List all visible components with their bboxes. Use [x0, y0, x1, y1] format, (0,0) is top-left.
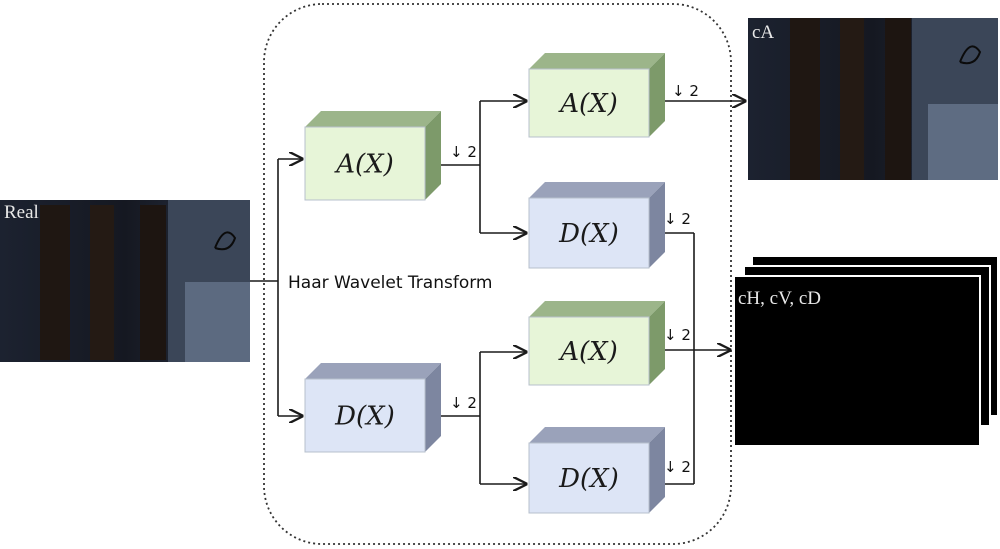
block-label: D(X)	[558, 219, 619, 249]
block-side-face	[649, 301, 665, 385]
transform-label: Haar Wavelet Transform	[288, 273, 492, 293]
block-label: A(X)	[334, 150, 394, 180]
output-ca-label: cA	[752, 22, 774, 43]
block-front-face	[304, 378, 426, 453]
block-side-face	[649, 182, 665, 268]
block-top-face	[305, 363, 441, 379]
downsample-label-l1-approx: ↓ 2	[450, 143, 477, 161]
blocks: A(X) D(X) A(X) D(X) A(X) D(X)	[304, 53, 665, 514]
block-level1-detail: D(X)	[304, 363, 441, 453]
block-label: D(X)	[334, 402, 395, 432]
block-front-face	[528, 316, 650, 386]
block-level1-approx: A(X)	[304, 111, 441, 201]
block-top-face	[305, 111, 441, 127]
block-top-face	[529, 53, 665, 69]
downsample-label-l1-detail: ↓ 2	[450, 394, 477, 412]
block-top-face	[529, 301, 665, 317]
input-image-real: Real	[0, 200, 250, 362]
block-front-face	[528, 197, 650, 269]
block-level2-dd: D(X)	[528, 427, 665, 514]
block-label: D(X)	[558, 464, 619, 494]
block-top-face	[529, 182, 665, 198]
output-image-stack-detail: cH, cV, cD	[733, 255, 999, 447]
downsample-label-l2-ad: ↓ 2	[664, 210, 691, 228]
input-image-label: Real	[4, 202, 39, 223]
transform-container	[263, 3, 732, 545]
block-label: A(X)	[558, 89, 618, 119]
block-level2-aa: A(X)	[528, 53, 665, 138]
downsample-label-l2-da: ↓ 2	[664, 326, 691, 344]
output-image-ca: cA	[748, 18, 998, 180]
block-level2-da: A(X)	[528, 301, 665, 386]
output-detail-label: cH, cV, cD	[738, 288, 821, 309]
block-top-face	[529, 427, 665, 443]
block-front-face	[304, 126, 426, 201]
downsample-label-l2-dd: ↓ 2	[664, 458, 691, 476]
block-level2-ad: D(X)	[528, 182, 665, 269]
downsample-label-l2-aa: ↓ 2	[672, 82, 699, 100]
block-side-face	[425, 111, 441, 200]
block-side-face	[425, 363, 441, 452]
block-front-face	[528, 68, 650, 138]
block-label: A(X)	[558, 337, 618, 367]
block-front-face	[528, 442, 650, 514]
block-side-face	[649, 53, 665, 137]
block-side-face	[649, 427, 665, 513]
